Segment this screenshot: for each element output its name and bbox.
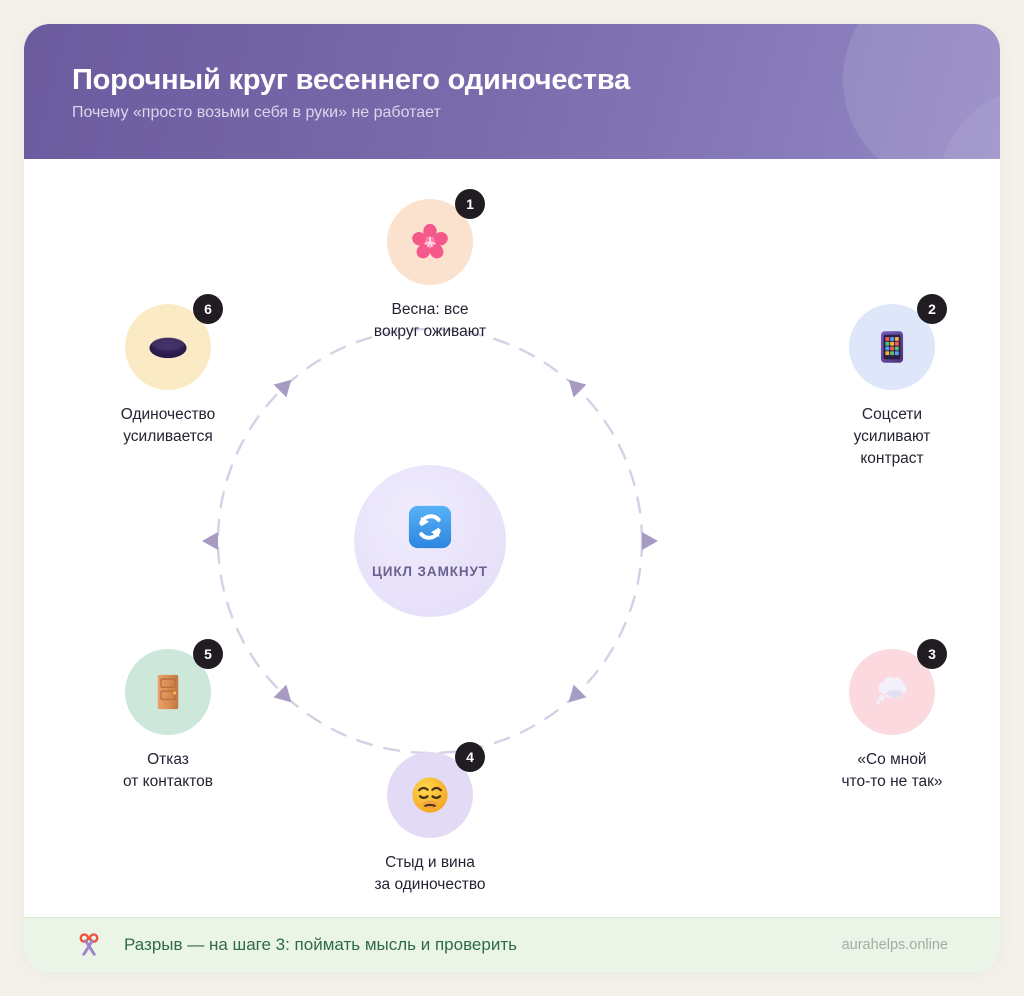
node-2-number: 2 [917,294,947,324]
header-banner: Порочный круг весеннего одиночества Поче… [24,24,1000,159]
thought-balloon-icon [876,676,907,705]
footer-bar: Разрыв — на шаге 3: поймать мысль и пров… [24,917,1000,972]
cycle-node-4[interactable]: 4 Стыд и вина за одиночество [330,742,530,896]
footer-message: Разрыв — на шаге 3: поймать мысль и пров… [124,935,517,954]
node-6-number: 6 [193,294,223,324]
arrowhead-bottom-right [568,684,587,703]
header-decorative-circle-large [843,24,1000,159]
refresh-cycle-icon [408,505,452,548]
cycle-node-6[interactable]: 6 Одиночество усиливается [68,294,268,448]
arrowhead-left [202,532,218,550]
hole-icon [149,337,187,359]
mobile-phone-icon [880,331,904,363]
node-4-label: Стыд и вина за одиночество [374,854,486,893]
arrowhead-right [642,532,658,550]
cycle-diagram: ЦИКЛ ЗАМКНУТ [24,159,1000,917]
hub-label: ЦИКЛ ЗАМКНУТ [372,563,488,579]
cycle-node-3[interactable]: 3 «Со мной что-то не так» [792,639,992,793]
node-1-number: 1 [455,189,485,219]
cycle-ring-svg [202,327,658,755]
node-5-bubble-wrap: 5 [125,639,223,735]
node-1-bubble-wrap: 1 [387,189,485,285]
scissors-icon [79,933,99,956]
arrowhead-bottom-left [273,684,292,703]
page-title: Порочный круг весеннего одиночества [72,64,631,96]
node-5-label: Отказ от контактов [122,751,214,790]
cycle-node-1[interactable]: 1 Весна: все вокруг оживают [330,189,530,343]
node-5-number: 5 [193,639,223,669]
footer-website[interactable]: aurahelps.online [841,937,948,953]
cycle-node-5[interactable]: 5 Отказ от контактов [68,639,268,793]
pensive-face-icon [412,777,448,813]
cherry-blossom-icon [412,223,448,259]
node-2-label: Соцсети усиливают контраст [853,406,931,467]
node-2-bubble-wrap: 2 [849,294,947,390]
page-subtitle: Почему «просто возьми себя в руки» не ра… [72,104,441,121]
node-3-bubble [849,649,935,735]
node-3-label: «Со мной что-то не так» [841,751,943,790]
door-icon [157,674,179,710]
infographic-card: Порочный круг весеннего одиночества Поче… [24,24,1000,972]
scissors-icon-wrap [76,932,102,958]
node-3-number: 3 [917,639,947,669]
node-1-label: Весна: все вокруг оживают [373,301,487,340]
cycle-node-2[interactable]: 2 Соцсети усиливают контраст [792,294,992,470]
node-6-bubble-wrap: 6 [125,294,223,390]
cycle-arrowheads [202,379,658,703]
node-4-number: 4 [455,742,485,772]
cycle-hub: ЦИКЛ ЗАМКНУТ [354,465,506,617]
node-4-bubble-wrap: 4 [387,742,485,838]
node-6-label: Одиночество усиливается [120,406,216,445]
arrowhead-top-left [273,379,292,398]
node-3-bubble-wrap: 3 [849,639,947,735]
arrowhead-top-right [568,379,587,398]
